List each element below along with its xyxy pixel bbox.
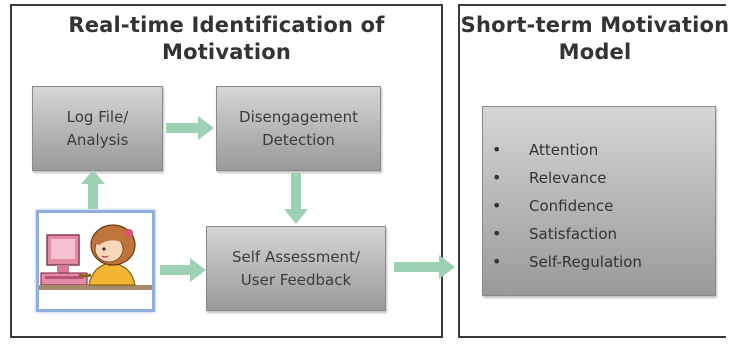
user-at-computer-icon xyxy=(39,224,152,290)
dis-label-line-1: Disengagement xyxy=(239,107,358,126)
log-file-analysis-box: Log File/ Analysis xyxy=(32,86,163,171)
title-line-1: Short-term Motivation xyxy=(460,13,730,37)
user-illustration-box xyxy=(36,210,155,312)
self-assessment-box: Self Assessment/ User Feedback xyxy=(206,226,386,311)
list-item: Attention xyxy=(483,136,642,164)
arrow-user-to-log-file xyxy=(81,170,105,209)
title-line-2: Model xyxy=(558,40,632,64)
self-label-line-1: Self Assessment/ xyxy=(232,247,360,266)
self-label-line-2: User Feedback xyxy=(240,270,352,289)
title-line-2: Motivation xyxy=(161,40,292,64)
short-term-model-title: Short-term Motivation Model xyxy=(460,12,730,66)
arrow-disengagement-to-self-assessment xyxy=(284,173,308,224)
list-item: Relevance xyxy=(483,164,642,192)
arrow-log-to-disengagement xyxy=(166,116,214,140)
title-line-1: Real-time Identification of xyxy=(68,13,385,37)
log-label-line-2: Analysis xyxy=(66,130,129,149)
log-label-line-1: Log File/ xyxy=(66,107,129,126)
dis-label-line-2: Detection xyxy=(262,130,335,149)
list-item: Self-Regulation xyxy=(483,248,642,276)
motivation-model-box: Attention Relevance Confidence Satisfact… xyxy=(482,106,716,296)
list-item: Confidence xyxy=(483,192,642,220)
arrow-user-to-self-assessment xyxy=(160,258,206,282)
disengagement-detection-box: Disengagement Detection xyxy=(216,86,381,171)
motivation-factor-list: Attention Relevance Confidence Satisfact… xyxy=(483,136,642,276)
list-item: Satisfaction xyxy=(483,220,642,248)
arrow-self-assessment-to-model xyxy=(394,255,455,279)
realtime-identification-title: Real-time Identification of Motivation xyxy=(10,12,443,66)
